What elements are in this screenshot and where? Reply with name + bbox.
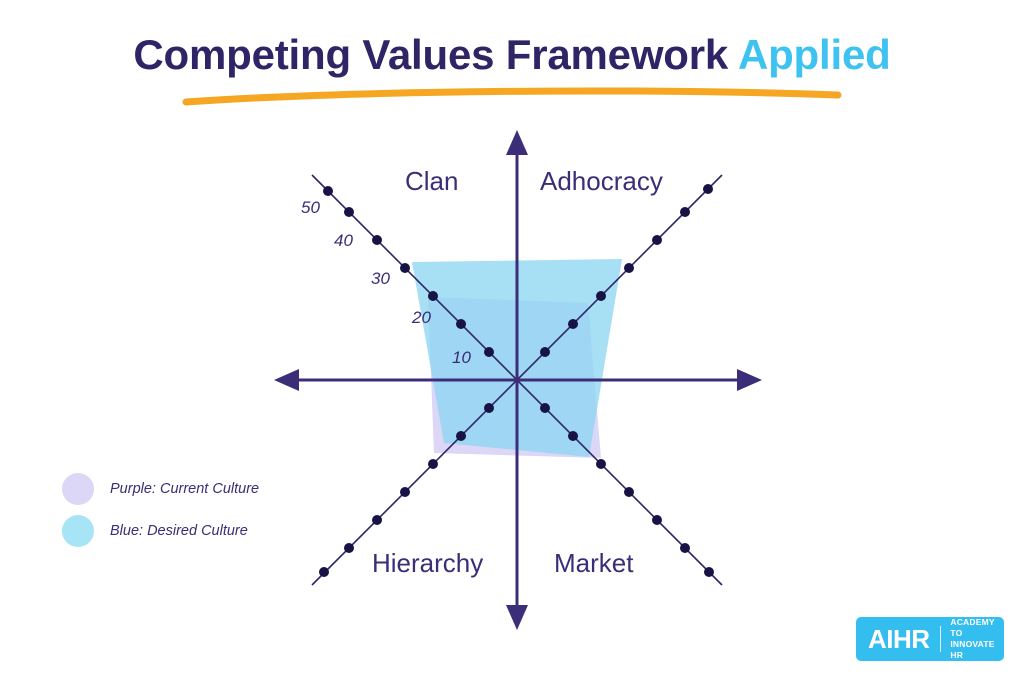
- blue-swatch-icon: [62, 515, 94, 547]
- purple-swatch-icon: [62, 473, 94, 505]
- axis-horizontal-arrow-left: [274, 369, 299, 391]
- title-underline-swoosh: [182, 87, 842, 106]
- chart-legend: Purple: Current Culture Blue: Desired Cu…: [62, 470, 322, 554]
- tick-label-10: 10: [452, 348, 471, 367]
- tick-label-20: 20: [412, 308, 431, 327]
- axis-vertical-arrow-down: [506, 605, 528, 630]
- tick-label-50: 50: [301, 198, 320, 217]
- quadrant-label-market: Market: [554, 548, 634, 578]
- legend-label-current-culture: Purple: Current Culture: [110, 481, 260, 497]
- tick-label-40: 40: [334, 231, 353, 250]
- axis-horizontal-arrow-right: [737, 369, 762, 391]
- legend-item-current-culture: Purple: Current Culture: [62, 470, 322, 508]
- aihr-logo-tagline: ACADEMY TO INNOVATE HR: [950, 617, 1004, 661]
- axis-tick-dots: [319, 184, 714, 577]
- logo-tagline-line2: INNOVATE HR: [950, 639, 995, 660]
- aihr-logo-wordmark: AIHR: [868, 624, 930, 654]
- quadrant-label-adhocracy: Adhocracy: [540, 166, 663, 196]
- legend-label-desired-culture: Blue: Desired Culture: [110, 523, 248, 539]
- quadrant-label-clan: Clan: [405, 166, 459, 196]
- title-main-text: Competing Values Framework: [133, 31, 729, 78]
- logo-tagline-line1: ACADEMY TO: [950, 617, 995, 639]
- title-text: Competing Values Framework Applied: [0, 31, 1024, 78]
- title-accent-text: Applied: [728, 31, 891, 78]
- tick-label-30: 30: [371, 269, 390, 288]
- axis-vertical-arrow-up: [506, 130, 528, 155]
- aihr-logo: AIHR ACADEMY TO INNOVATE HR: [856, 617, 1004, 661]
- quadrant-label-hierarchy: Hierarchy: [372, 548, 484, 578]
- logo-divider: [939, 626, 942, 652]
- page-title: Competing Values Framework Applied: [0, 31, 1024, 106]
- legend-item-desired-culture: Blue: Desired Culture: [62, 512, 322, 550]
